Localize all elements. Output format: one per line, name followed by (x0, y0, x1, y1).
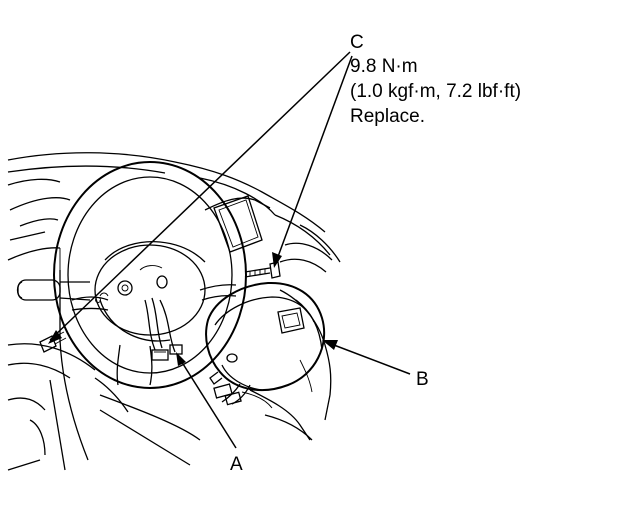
callout-b-letter: B (416, 369, 429, 390)
connector-harness-a (144, 297, 183, 361)
bolt-c-right (244, 261, 281, 279)
callout-c-letter: C (350, 32, 364, 53)
lower-panel (7, 270, 201, 471)
airbag-module-b (205, 281, 326, 392)
steering-wheel (53, 161, 247, 389)
callout-c-note: Replace. (350, 106, 425, 127)
center-console (249, 289, 332, 441)
callout-a-letter: A (230, 454, 243, 475)
leader-lines (48, 51, 411, 449)
dashboard-outline (7, 152, 341, 275)
airbag-connector-harness (213, 383, 273, 409)
callout-c-torque-alt: (1.0 kgf·m, 7.2 lbf·ft) (350, 81, 521, 102)
bolt-c-left (39, 331, 67, 353)
callout-c-torque: 9.8 N·m (350, 56, 418, 77)
navigation-screen (213, 195, 263, 253)
